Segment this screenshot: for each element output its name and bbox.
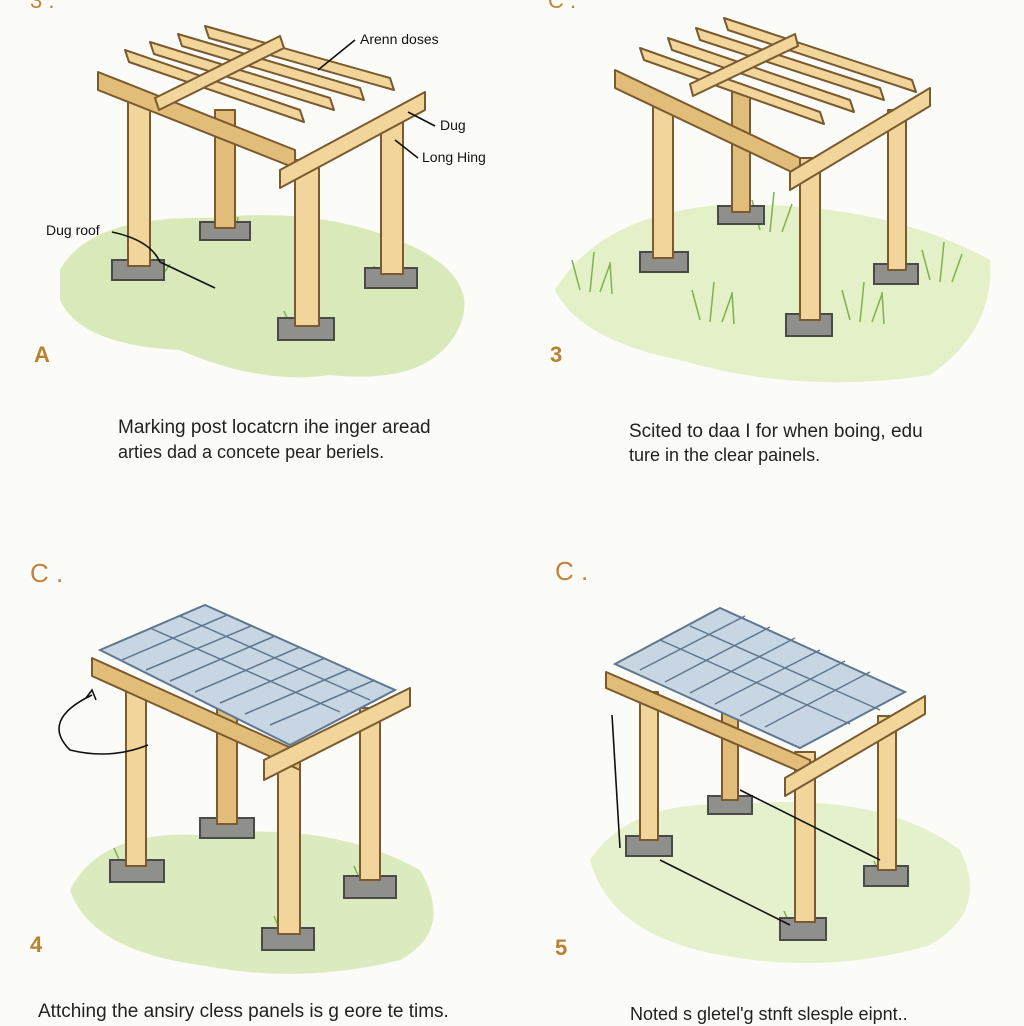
guide-line-d-2 [659, 859, 791, 926]
arrow-head-c [85, 688, 97, 701]
caption-d: Noted s gletel'g stnft slesple eipnt.. [630, 1004, 908, 1024]
post-d-back-right [877, 715, 897, 871]
guide-line-d-1 [611, 714, 621, 849]
panel-ribs-c [121, 614, 376, 726]
cross-member-b [689, 33, 799, 97]
caption-a-line-1: Marking post locatcrn ihe inger aread [118, 417, 431, 438]
callout-leader-right2 [394, 139, 419, 159]
step-label-a: A [34, 342, 50, 367]
post-c-back-right [359, 707, 381, 881]
cut-label-c: C . [30, 558, 63, 588]
post-b-front-right [799, 157, 821, 321]
beam-c-left [91, 657, 301, 771]
callout-left-label: Dug roof [46, 222, 100, 238]
rafter-b-3 [695, 27, 885, 101]
caption-b-line-2: ture in the clear painels. [629, 445, 821, 465]
beam-d-front [784, 695, 926, 797]
callout-arrow-left [111, 231, 216, 289]
callout-right2-label: Long Hing [422, 149, 486, 165]
rafter-b-1 [639, 47, 825, 125]
rafter-2 [149, 41, 335, 111]
post-b-front-left [652, 99, 674, 259]
rotation-arrow-c [58, 694, 149, 755]
panel-c-illustration [58, 603, 434, 974]
panel-ribs-d [639, 615, 871, 728]
rafter-3 [177, 33, 365, 101]
step-label-d: 5 [555, 935, 567, 960]
caption-b-line-1: Scited to daa I for when boing, edu [629, 421, 923, 442]
post-back-right [380, 117, 404, 275]
post-d-front-right [794, 751, 816, 923]
panel-cross-c [149, 615, 371, 713]
post-c-front-right [277, 747, 301, 935]
rafter-1 [124, 49, 305, 123]
caption-a-line-2: arties dad a concete pear beriels. [118, 442, 385, 462]
panel-d-illustration [590, 606, 970, 963]
callout-right1-label: Dug [440, 117, 466, 133]
cross-member [154, 35, 285, 111]
cut-label-top-left: 3 . [30, 0, 54, 13]
roof-panels-c [97, 603, 398, 747]
post-d-front-left [639, 691, 659, 841]
post-front-right [294, 159, 320, 327]
rafter-b-4 [723, 17, 917, 93]
beam-b-front [789, 87, 931, 191]
grass-patch-d [590, 802, 970, 963]
post-c-front-left [125, 689, 147, 867]
roof-panels-d [612, 606, 908, 750]
step-label-c: 4 [30, 932, 43, 957]
cut-label-d: C . [555, 556, 588, 586]
rafter-b-2 [667, 37, 855, 113]
step-label-b: 3 [550, 342, 562, 367]
caption-c: Attching the ansiry cless panels is g eo… [38, 1001, 449, 1022]
panel-a-illustration: Arenn doses Dug Long Hing Dug roof [46, 25, 486, 378]
panel-b-illustration [555, 17, 991, 383]
beam-c-front [263, 687, 411, 781]
beam-front [279, 91, 426, 189]
grass-patch-a [60, 215, 465, 378]
callout-leader-top [317, 39, 356, 71]
callout-top-label: Arenn doses [360, 31, 439, 47]
guide-line-d-3 [739, 789, 881, 861]
callout-leader-right1 [407, 111, 436, 127]
cut-label-top-right: C . [548, 0, 576, 13]
post-b-back-right [887, 109, 907, 271]
grass-patch-b [555, 204, 991, 383]
panel-cross-d [659, 625, 881, 725]
